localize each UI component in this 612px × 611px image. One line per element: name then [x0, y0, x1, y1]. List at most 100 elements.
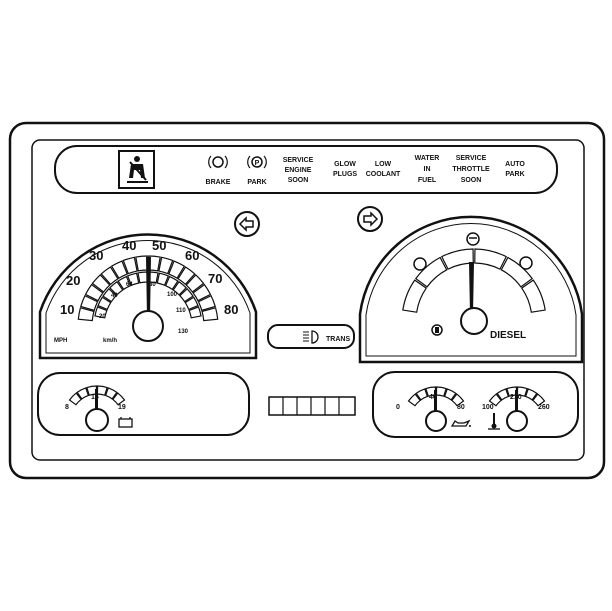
auto-park-line-1: AUTO — [505, 161, 525, 168]
scale-segment — [122, 256, 138, 275]
kmh-unit-label: km/h — [103, 338, 117, 344]
seatbelt-warning — [118, 150, 155, 189]
odometer — [268, 396, 356, 416]
oil-pressure-hub — [425, 410, 447, 432]
tachometer-needle — [469, 262, 474, 314]
voltmeter-needle — [95, 389, 98, 410]
coolant-temp-needle — [515, 390, 518, 412]
low-coolant-line-2: COOLANT — [366, 171, 401, 178]
oil-pressure-needle — [434, 390, 437, 412]
voltmeter-scale — [68, 385, 126, 406]
scale-segment — [524, 388, 538, 401]
right-turn-arrow-icon — [363, 211, 379, 227]
scale-segment — [443, 388, 457, 401]
mph-tick-label: 60 — [185, 248, 199, 263]
mph-unit-label: MPH — [54, 338, 67, 344]
water-in-fuel-warning: WATER IN FUEL — [415, 155, 440, 184]
oil-pressure-scale — [407, 386, 465, 407]
voltmeter-hub — [85, 408, 109, 432]
scale-segment — [84, 283, 104, 302]
mph-tick-label: 80 — [224, 302, 238, 317]
service-engine-line-2: ENGINE — [285, 167, 312, 174]
speedometer-scale — [77, 255, 219, 322]
tachometer-hub — [460, 307, 488, 335]
brake-label: BRAKE — [206, 179, 231, 186]
cluster-bezel — [8, 121, 606, 480]
warning-light-strip — [54, 145, 558, 194]
brake-icon — [208, 155, 228, 169]
oil-tick-label: 0 — [396, 404, 400, 411]
scale-segment — [96, 385, 108, 396]
tachometer-scale — [402, 248, 546, 313]
mph-tick-label: 30 — [89, 248, 103, 263]
scale-segment — [179, 287, 194, 303]
scale-segment — [407, 393, 421, 407]
temp-tick-label: 260 — [538, 404, 550, 411]
water-in-fuel-line-1: WATER — [415, 155, 440, 162]
diesel-label: DIESEL — [490, 330, 526, 341]
scale-segment — [188, 306, 202, 319]
mph-tick-label: 50 — [152, 238, 166, 253]
left-turn-indicator — [234, 211, 260, 237]
scale-segment — [100, 266, 119, 286]
oil-tick-label: 80 — [457, 404, 465, 411]
scale-segment — [184, 296, 199, 311]
volt-tick-label: 8 — [65, 404, 69, 411]
water-in-fuel-line-3: FUEL — [418, 177, 437, 184]
glow-plugs-line-1: GLOW — [334, 161, 356, 168]
auto-park-warning: AUTO PARK — [505, 161, 525, 178]
low-coolant-line-1: LOW — [375, 161, 392, 168]
scale-segment — [488, 393, 502, 407]
scale-segment — [156, 272, 170, 287]
scale-segment — [192, 283, 212, 302]
glow-plugs-warning: GLOW PLUGS — [333, 161, 357, 178]
oil-temp-gauges: 0 40 80 100 210 260 — [372, 371, 579, 438]
auto-park-line-2: PARK — [505, 171, 524, 178]
oil-tick-label: 40 — [429, 394, 437, 401]
mph-tick-label: 70 — [208, 271, 222, 286]
voltmeter: 8 16 19 — [37, 372, 250, 436]
headlight-icon — [303, 330, 319, 344]
scale-segment — [97, 296, 112, 311]
service-engine-line-1: SERVICE — [283, 157, 314, 164]
scale-segment — [112, 392, 126, 406]
scale-segment — [164, 275, 179, 291]
speedometer-kmh-labels: 20 40 64 80 100 110 130 — [99, 282, 189, 335]
volt-tick-label: 19 — [118, 404, 126, 411]
scale-segment — [126, 272, 140, 287]
scale-segment — [77, 307, 95, 322]
kmh-tick-label: 64 — [126, 282, 133, 288]
scale-segment — [104, 387, 118, 400]
scale-segment — [414, 256, 448, 288]
scale-segment — [102, 287, 117, 303]
kmh-tick-label: 80 — [149, 282, 156, 288]
scale-segment — [137, 271, 149, 284]
service-throttle-line-1: SERVICE — [456, 155, 487, 162]
scale-segment — [135, 255, 149, 272]
right-turn-indicator — [357, 206, 383, 232]
oil-temp-housing — [372, 371, 579, 438]
kmh-tick-label: 100 — [167, 292, 178, 298]
scale-segment — [117, 275, 132, 291]
scale-segment — [80, 294, 99, 312]
speedometer-mph-labels: 10 20 30 40 50 60 70 80 — [60, 238, 238, 317]
scale-segment — [108, 280, 124, 296]
scale-segment — [168, 260, 186, 279]
scale-segment — [158, 256, 174, 275]
low-coolant-warning: LOW COOLANT — [366, 161, 401, 178]
service-throttle-line-3: SOON — [461, 177, 482, 184]
tachometer-housing — [358, 215, 584, 364]
scale-segment — [201, 307, 219, 322]
scale-segment — [451, 393, 465, 407]
scale-segment — [474, 248, 508, 270]
park-label: PARK — [247, 179, 266, 186]
temp-tick-label: 100 — [482, 404, 494, 411]
scale-segment — [532, 393, 546, 407]
kmh-tick-label: 110 — [176, 308, 186, 314]
scale-segment — [415, 388, 429, 401]
scale-segment — [68, 392, 82, 406]
thermometer-icon — [488, 413, 500, 430]
kmh-tick-label: 20 — [99, 314, 106, 320]
scale-segment — [197, 294, 216, 312]
